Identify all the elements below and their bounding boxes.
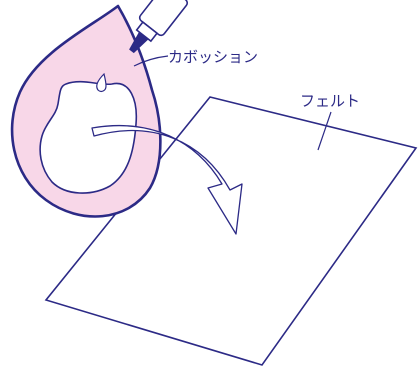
cabochon-inner — [39, 80, 138, 194]
glue-bottle — [129, 0, 189, 54]
placement-arrow — [91, 124, 243, 235]
felt-label: フェルト — [300, 92, 360, 110]
glue-droplet — [96, 72, 107, 92]
cabochon-label: カボッション — [168, 48, 258, 66]
felt-sheet — [44, 96, 418, 366]
felt-leader-line — [317, 111, 332, 151]
cabochon-leader-line — [133, 55, 169, 67]
